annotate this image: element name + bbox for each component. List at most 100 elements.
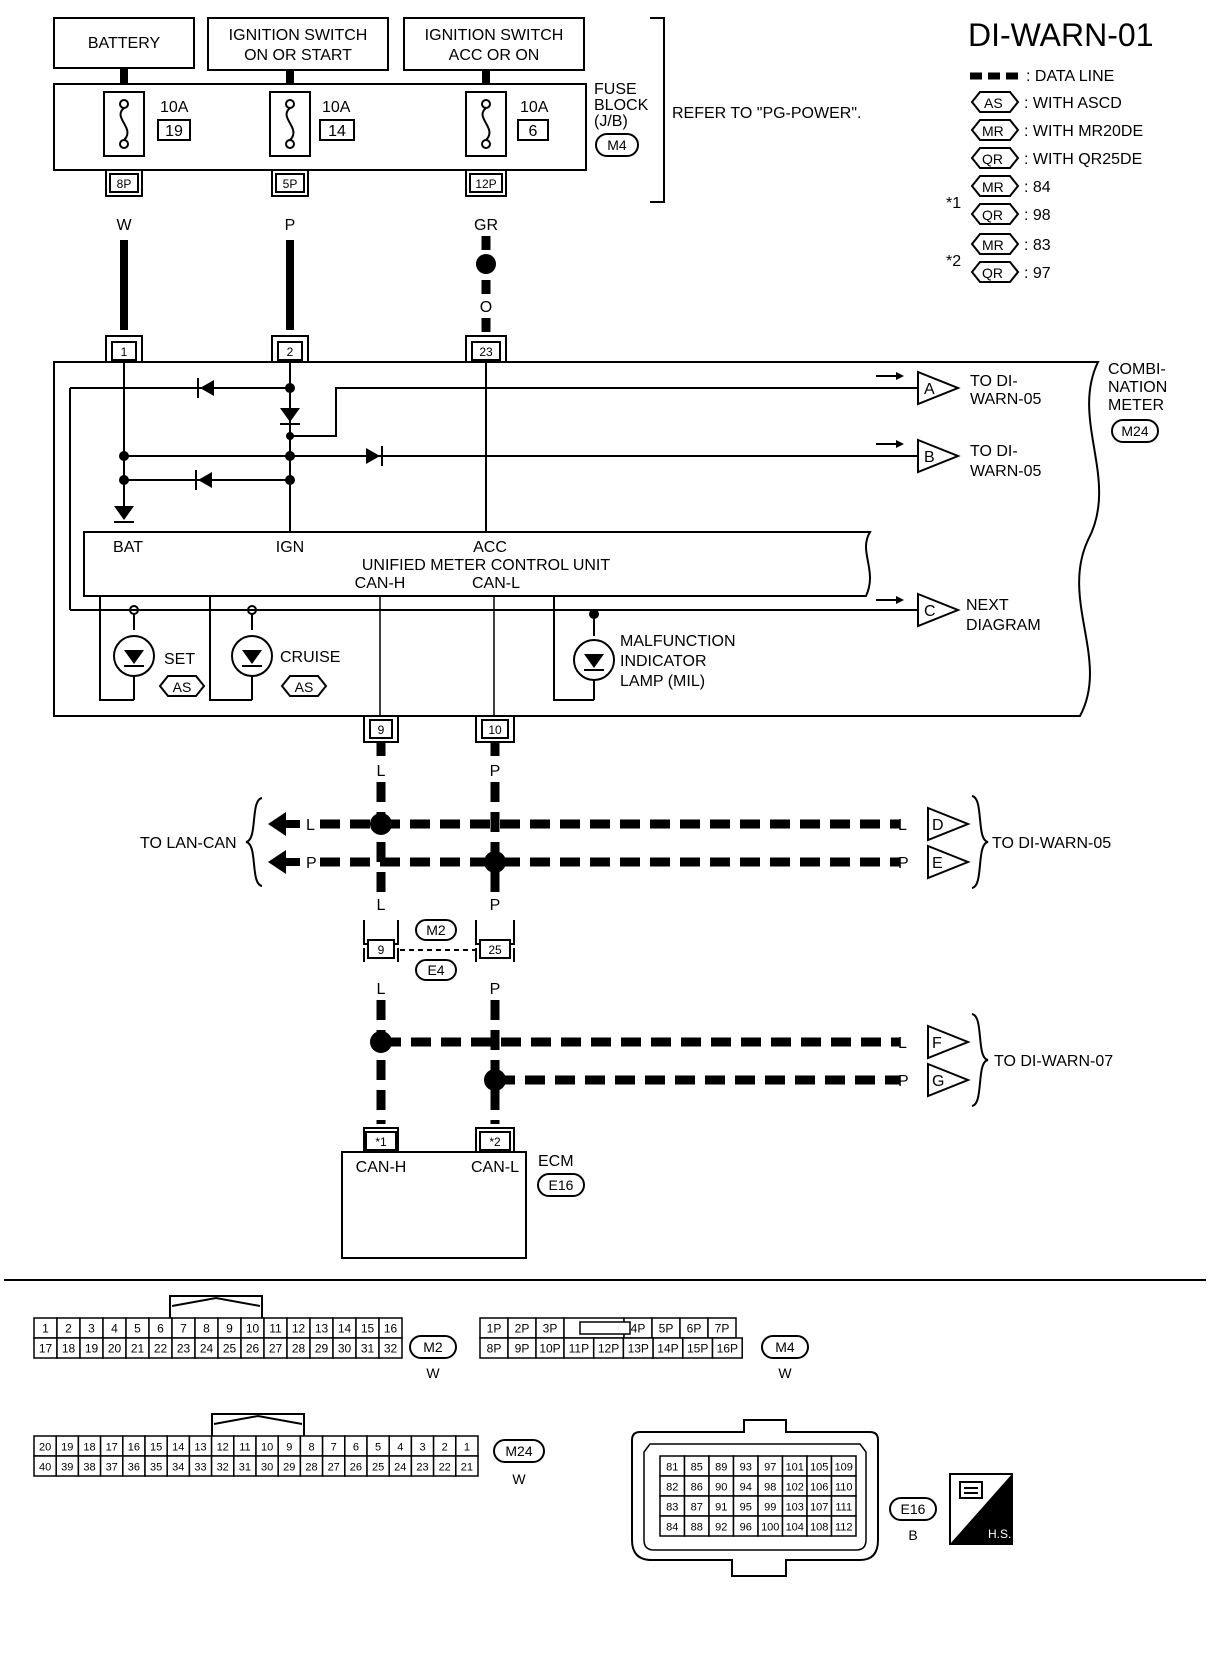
m2-pin: 4 — [111, 1321, 118, 1335]
wire-l-low: L — [377, 981, 386, 998]
e16-pin: 94 — [740, 1481, 752, 1493]
m2-pin: 27 — [269, 1341, 283, 1355]
acc-switch-box: IGNITION SWITCH ACC OR ON — [403, 17, 585, 71]
m24-pin: 40 — [39, 1461, 51, 1473]
fuse-pins: 8P 5P 12P — [105, 170, 507, 197]
e16-pin: 87 — [691, 1501, 703, 1513]
fuse-19: 10A 19 — [103, 91, 191, 157]
e16-pin: 112 — [835, 1521, 853, 1533]
offpage-a-l2: WARN-05 — [970, 391, 1042, 408]
m24-pin: 26 — [350, 1461, 362, 1473]
offpage-a-l1: TO DI- — [970, 373, 1018, 390]
legend-qr-text: : WITH QR25DE — [1024, 151, 1142, 168]
fuse-14-amp: 10A — [322, 99, 351, 116]
m4-pin: 3P — [543, 1321, 558, 1335]
fuse-6-num: 6 — [529, 123, 538, 140]
legend-mr-text: : WITH MR20DE — [1024, 123, 1143, 140]
m4-pin: 13P — [628, 1341, 649, 1355]
wire-p-low: P — [490, 981, 501, 998]
legend-s2-qr-tag: QR — [982, 265, 1003, 281]
m24-pin: 31 — [239, 1461, 251, 1473]
e16-pin: 100 — [761, 1521, 779, 1533]
e16-pin: 95 — [740, 1501, 752, 1513]
e16-pin: 91 — [715, 1501, 727, 1513]
offpage-f-letter: F — [932, 1035, 942, 1052]
m24-pin: 18 — [83, 1441, 95, 1453]
e16-pin: 108 — [810, 1521, 828, 1533]
e16-pin: 109 — [835, 1461, 853, 1473]
m24-pin: 16 — [128, 1441, 140, 1453]
de-l: L — [898, 817, 907, 834]
unit-ign: IGN — [276, 539, 304, 556]
m24-pin: 12 — [217, 1441, 229, 1453]
m2-pin: 23 — [177, 1341, 191, 1355]
m2-pin: 6 — [157, 1321, 164, 1335]
ignition-switch-box: IGNITION SWITCH ON OR START — [207, 17, 389, 71]
legend-qr-tag: QR — [982, 151, 1003, 167]
unit-bat: BAT — [113, 539, 143, 556]
m4-pin: 12P — [598, 1341, 619, 1355]
fuse-block-conn: M4 — [607, 137, 627, 153]
fuse-19-num: 19 — [165, 123, 183, 140]
m2-pin: 20 — [108, 1341, 122, 1355]
e16-pin: 111 — [835, 1501, 852, 1513]
legend-s1-qr: : 98 — [1024, 207, 1051, 224]
m24-pin: 37 — [106, 1461, 118, 1473]
hs-badge: H.S. — [949, 1473, 1013, 1545]
m24-pin: 5 — [375, 1441, 381, 1453]
m2-pin: 30 — [338, 1341, 352, 1355]
e16-pin: 107 — [810, 1501, 828, 1513]
m24-pin: 23 — [416, 1461, 428, 1473]
joint-pin-9: 9 — [378, 943, 385, 957]
fuse-14: 10A 14 — [269, 91, 355, 157]
wire-o: O — [480, 299, 492, 316]
e16-pin: 86 — [691, 1481, 703, 1493]
m24-pin: 15 — [150, 1441, 162, 1453]
m24-pin: 27 — [328, 1461, 340, 1473]
m2-pin: 5 — [134, 1321, 141, 1335]
m2-pin: 2 — [65, 1321, 72, 1335]
m2-pin: 13 — [315, 1321, 329, 1335]
e16-pin: 101 — [786, 1461, 804, 1473]
connector-labels: M2 W M4 W M24 W E16 B — [409, 1335, 937, 1543]
m2-pin: 28 — [292, 1341, 306, 1355]
fuse-block-label-2: BLOCK — [594, 97, 649, 114]
legend-s1-mr: : 84 — [1024, 179, 1051, 196]
ign-label-2: ON OR START — [244, 47, 352, 64]
wire-l-mid: L — [377, 897, 386, 914]
pin-12p: 12P — [475, 177, 496, 191]
diagram-title: DI-WARN-01 — [968, 17, 1153, 53]
m2-pin: 1 — [42, 1321, 49, 1335]
m24-pin: 8 — [308, 1441, 314, 1453]
offpage-de: L D P E TO DI-WARN-05 — [898, 795, 1111, 889]
ign-label-1: IGNITION SWITCH — [229, 27, 368, 44]
offpage-fg: L F P G TO DI-WARN-07 — [898, 1013, 1113, 1107]
e16-pin: 104 — [786, 1521, 804, 1533]
mil-label-3: LAMP (MIL) — [620, 673, 705, 690]
cruise-label: CRUISE — [280, 649, 340, 666]
offpage-b-letter: B — [924, 449, 935, 466]
legend-star1: *1 — [946, 195, 961, 212]
to-diwarn-07-label: TO DI-WARN-07 — [994, 1053, 1113, 1070]
m2-pin: 9 — [226, 1321, 233, 1335]
e16-pin: 93 — [740, 1461, 752, 1473]
m4-pin: 10P — [539, 1341, 560, 1355]
m2-pin: 32 — [384, 1341, 398, 1355]
mil-label-2: INDICATOR — [620, 653, 707, 670]
m2-pin: 12 — [292, 1321, 306, 1335]
set-as-tag: AS — [173, 679, 192, 695]
m24-pin: 9 — [286, 1441, 292, 1453]
m4-pin: 15P — [687, 1341, 708, 1355]
m24-cavity — [455, 1455, 479, 1477]
m2-pin: 8 — [203, 1321, 210, 1335]
m24-pin: 10 — [261, 1441, 273, 1453]
m24-pin: 38 — [83, 1461, 95, 1473]
e16-name: E16 — [901, 1501, 926, 1517]
cruise-as-tag: AS — [295, 679, 314, 695]
e16-pin: 88 — [691, 1521, 703, 1533]
ecm-pin-2: *2 — [489, 1135, 501, 1149]
m2-pin: 16 — [384, 1321, 398, 1335]
m24-pin: 1 — [464, 1441, 470, 1453]
fg-p: P — [898, 1073, 909, 1090]
m24-pin: 36 — [128, 1461, 140, 1473]
